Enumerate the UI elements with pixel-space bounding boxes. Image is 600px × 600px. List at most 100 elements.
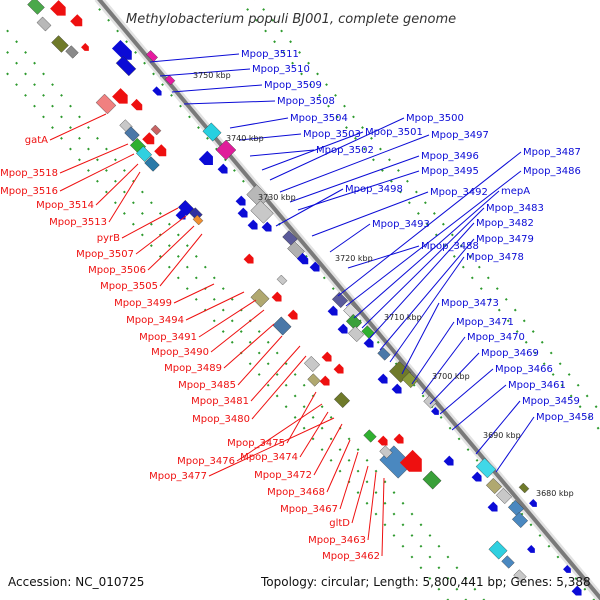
- gene-feature: [111, 39, 132, 60]
- gene-feature: [331, 291, 349, 309]
- kbp-tick-label: 3730 kbp: [258, 193, 296, 202]
- gene-feature: [443, 455, 454, 466]
- gene-feature: [81, 43, 89, 51]
- forward-gene-label: Mpop_3471: [456, 317, 514, 328]
- gene-feature: [333, 391, 351, 409]
- leader-line: [95, 163, 139, 206]
- gene-feature: [192, 214, 204, 226]
- gene-feature: [164, 74, 176, 86]
- reverse-gene-label: Mpop_3468: [267, 487, 325, 498]
- reverse-gene-label: Mpop_3474: [240, 452, 298, 463]
- reverse-gene-label: Mpop_3507: [76, 249, 134, 260]
- kbp-tick-label: 3700 kbp: [432, 372, 470, 381]
- forward-gene-label: Mpop_3501: [365, 127, 423, 138]
- leader-line: [239, 133, 302, 141]
- gene-feature: [487, 501, 498, 512]
- gene-feature: [247, 219, 258, 230]
- leader-line: [347, 245, 420, 269]
- gene-feature: [563, 565, 571, 573]
- gene-feature: [309, 261, 320, 272]
- topology-summary: Topology: circular; Length: 5,800,441 bp…: [260, 575, 591, 589]
- gene-feature: [198, 150, 213, 165]
- leader-line: [351, 465, 369, 524]
- gene-feature: [513, 569, 527, 583]
- leader-line: [379, 238, 475, 351]
- gene-feature: [250, 288, 270, 308]
- leader-line: [275, 188, 344, 227]
- leader-line: [185, 291, 245, 321]
- gene-feature: [276, 274, 288, 286]
- leader-line: [401, 302, 440, 375]
- label-leader-lines: [49, 53, 535, 557]
- gene-feature: [377, 347, 391, 361]
- reverse-gene-label: Mpop_3513: [49, 217, 107, 228]
- accession-label: Accession: NC_010725: [8, 575, 144, 589]
- gene-feature: [518, 482, 530, 494]
- leader-line: [135, 215, 187, 255]
- guide-line: [0, 63, 450, 600]
- reverse-gene-label: Mpop_3505: [100, 281, 158, 292]
- gene-feature: [261, 221, 272, 232]
- forward-gene-label: Mpop_3508: [277, 96, 335, 107]
- gene-feature: [154, 144, 167, 157]
- reverse-gene-label: Mpop_3485: [178, 380, 236, 391]
- gene-feature: [146, 50, 158, 62]
- forward-gene-label: Mpop_3473: [441, 298, 499, 309]
- gene-feature: [507, 499, 525, 517]
- leader-line: [367, 471, 377, 541]
- gene-feature: [495, 487, 513, 505]
- gene-feature: [321, 351, 332, 362]
- leader-line: [269, 117, 405, 181]
- reverse-gene-label: Mpop_3472: [254, 470, 312, 481]
- gene-feature: [377, 435, 388, 446]
- leader-line: [250, 345, 301, 402]
- forward-gene-label: Mpop_3461: [508, 380, 566, 391]
- gene-feature: [51, 35, 69, 53]
- leader-line: [339, 451, 359, 510]
- forward-gene-label: Mpop_3495: [421, 166, 479, 177]
- forward-gene-label: Mpop_3488: [421, 241, 479, 252]
- guide-line: [0, 20, 486, 600]
- leader-line: [429, 352, 480, 405]
- forward-gene-label: Mpop_3493: [372, 219, 430, 230]
- gene-feature: [423, 395, 437, 409]
- gene-feature: [337, 323, 348, 334]
- gene-feature: [65, 45, 79, 59]
- gene-features: [27, 0, 582, 596]
- reverse-gene-label: Mpop_3481: [191, 396, 249, 407]
- leader-line: [59, 153, 135, 192]
- gene-feature: [377, 373, 388, 384]
- gene-feature: [235, 195, 246, 206]
- reverse-gene-label: Mpop_3480: [192, 414, 250, 425]
- gene-feature: [50, 0, 66, 16]
- gene-feature: [303, 355, 321, 373]
- gene-labels: Mpop_3511Mpop_3510Mpop_3509Mpop_3508Mpop…: [0, 49, 594, 562]
- leader-line: [451, 384, 507, 431]
- leader-line: [183, 100, 276, 105]
- leader-line: [389, 256, 465, 363]
- leader-line: [198, 299, 257, 338]
- reverse-gene-label: gatA: [25, 135, 48, 146]
- forward-gene-label: Mpop_3504: [290, 113, 348, 124]
- reverse-gene-label: Mpop_3516: [0, 186, 58, 197]
- reverse-gene-label: Mpop_3499: [114, 298, 172, 309]
- reverse-gene-label: Mpop_3477: [149, 471, 207, 482]
- gene-feature: [95, 93, 117, 115]
- gene-feature: [501, 555, 515, 569]
- leader-line: [249, 149, 315, 157]
- leader-line: [149, 53, 240, 63]
- reverse-gene-label: Mpop_3467: [280, 504, 338, 515]
- leader-line: [475, 400, 521, 455]
- gene-feature: [272, 316, 292, 336]
- gene-feature: [393, 433, 404, 444]
- leader-line: [381, 477, 385, 557]
- leader-line: [159, 233, 203, 287]
- leader-line: [147, 225, 195, 271]
- leader-line: [297, 170, 420, 211]
- leader-line: [251, 355, 307, 420]
- gene-feature: [431, 407, 439, 415]
- gene-feature: [511, 511, 529, 529]
- leader-line: [495, 416, 535, 473]
- kbp-tick-label: 3750 kbp: [193, 71, 231, 80]
- leader-line: [313, 423, 343, 476]
